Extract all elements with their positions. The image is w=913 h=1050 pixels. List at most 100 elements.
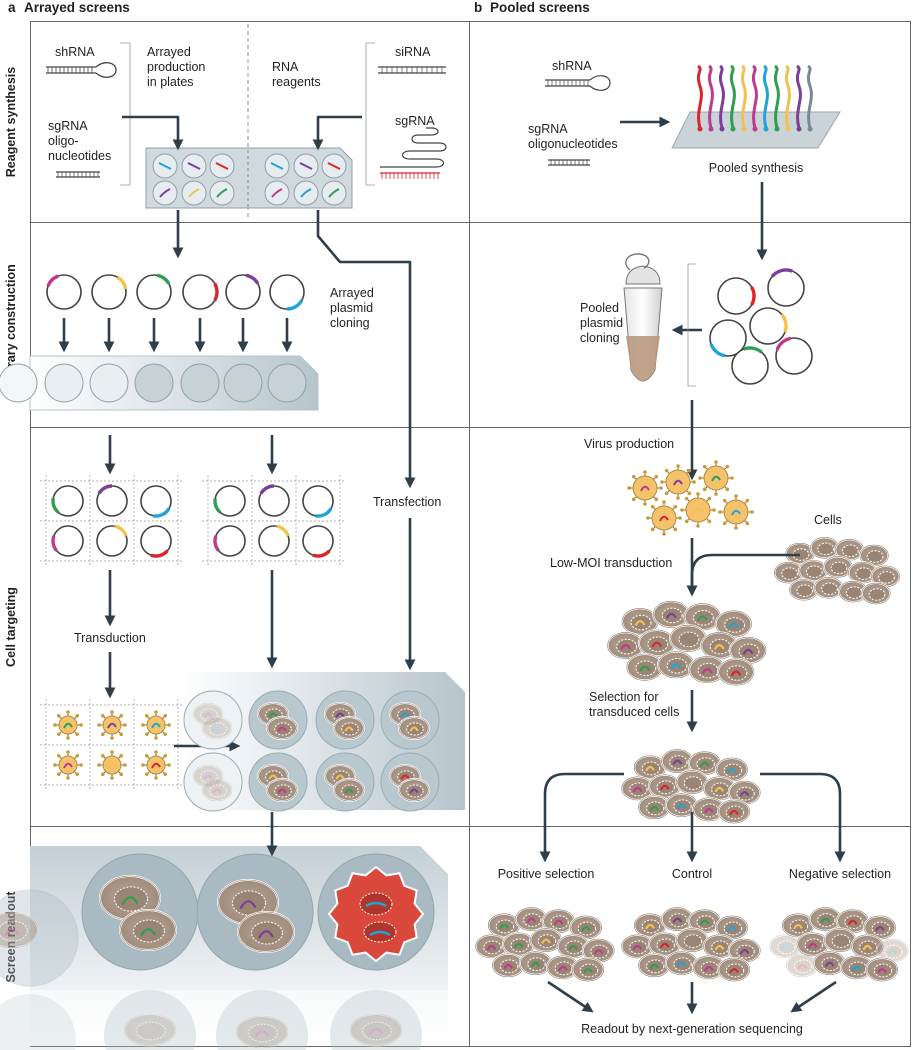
sirna-duplex-icon (378, 66, 446, 74)
plasmid-insert (46, 274, 59, 287)
virus-spike-tip (119, 714, 123, 718)
row-label-reagent-synthesis: Reagent synthesis (4, 67, 18, 178)
pooled-plasmid-icon (767, 268, 805, 307)
cell-nucleus (683, 934, 703, 948)
cluster-cell-body (808, 906, 843, 932)
cell-nucleus (868, 588, 886, 601)
cell-nucleus (406, 784, 424, 798)
pooled-screen-readout: Positive selection Control Negative sele… (498, 867, 891, 1036)
virus-spike-tip (167, 723, 171, 727)
cluster-cell-body (865, 956, 899, 983)
cell-nucleus (641, 761, 661, 776)
cell-nucleus (673, 957, 692, 972)
selection-label-1: Selection for (589, 690, 658, 704)
pooled-shrna-label: shRNA (552, 59, 592, 73)
virus-spike-tip (79, 763, 83, 767)
virus-spike-tip (745, 521, 750, 526)
cell-nucleus (661, 607, 683, 624)
readout-cell (119, 909, 177, 951)
synthesized-oligo (773, 64, 780, 129)
cell-integrated-construct (541, 938, 551, 945)
targeting-cell (398, 716, 430, 740)
virus-spike-tip (662, 532, 666, 536)
cell-integrated-construct (676, 961, 687, 968)
oligo-anchor (741, 126, 747, 132)
cell-integrated-construct (344, 788, 354, 794)
cell-integrated-construct (739, 791, 750, 797)
pooled-virus-icon (698, 460, 734, 496)
arrayed-cloning-label-1: Arrayed (330, 286, 374, 300)
rna-reagents-label-2: reagents (272, 75, 321, 89)
plasmid-insert (97, 484, 113, 495)
virus-spike-tip (698, 476, 702, 480)
virus-spike-tip (79, 723, 83, 727)
arrayed-plasmid-icon (182, 274, 219, 310)
virus-spike-tip (163, 772, 167, 776)
virus-genome (659, 515, 669, 522)
cell-nucleus (711, 940, 730, 955)
virus-spike-tip (75, 754, 79, 758)
cell-integrated-construct (620, 644, 632, 651)
plasmid-insert (743, 346, 763, 354)
production-well-reagent (270, 162, 284, 170)
virus-genome (673, 479, 683, 486)
virus-spike-tip (664, 468, 669, 473)
cell-nucleus (700, 961, 719, 976)
virus-production-label: Virus production (584, 437, 674, 451)
cell-integrated-construct (851, 965, 862, 972)
plasmid-ring (749, 307, 787, 345)
oligo-anchor (719, 126, 725, 132)
pooled-oligo-label: oligonucleotides (528, 137, 618, 151)
cell-nucleus (209, 722, 227, 736)
cell-integrated-construct (632, 786, 643, 793)
cell-nucleus (136, 1021, 166, 1041)
cell-integrated-construct (203, 712, 213, 718)
cell-integrated-construct (553, 919, 564, 926)
cell-nucleus (133, 919, 165, 943)
cell-nucleus (666, 658, 688, 674)
cell-nucleus (855, 567, 873, 580)
virus-genome (640, 485, 650, 492)
cluster-cell-body (717, 657, 755, 687)
cell-integrated-construct (713, 644, 725, 651)
virus-spike-tip (110, 776, 114, 780)
synthesized-oligo (784, 64, 791, 129)
grid-plasmid-icon (302, 485, 334, 518)
cell-nucleus (483, 940, 502, 955)
cluster-cell-body (518, 950, 553, 976)
cell-nucleus (656, 780, 675, 795)
row-label-library-construction: Library construction (4, 264, 18, 386)
drawing-layer (0, 64, 910, 1050)
virus-spike-tip (154, 736, 158, 740)
synthesized-oligo (740, 64, 747, 129)
cell-integrated-construct (699, 919, 710, 926)
cell-integrated-construct (672, 759, 683, 766)
cluster-cell-body (647, 931, 682, 957)
cell-nucleus (817, 913, 836, 927)
virus-capsid (146, 755, 166, 775)
virus-spike-tip (123, 723, 127, 727)
library-plate-well (44, 363, 84, 403)
cell-integrated-construct (239, 900, 257, 910)
plasmid-insert (213, 535, 220, 552)
grid-plasmid-icon (213, 525, 246, 557)
cell-nucleus (510, 938, 529, 953)
cell-integrated-construct (557, 965, 568, 972)
to-negative-selection-arrow (760, 772, 846, 863)
cell-integrated-construct (530, 961, 541, 968)
virus-spike-tip (680, 508, 684, 512)
cell-integrated-construct (887, 949, 898, 955)
cell-integrated-construct (729, 809, 739, 816)
virus-spike-tip (692, 480, 696, 484)
cell-nucleus (697, 662, 719, 679)
cluster-cell-body (860, 582, 892, 605)
plasmid-ring (136, 274, 172, 310)
virus-spike-tip (119, 732, 123, 736)
oligo-duplex-icon (56, 171, 100, 178)
virus-spike-tip (163, 732, 167, 736)
cell-integrated-construct (726, 767, 737, 774)
microcentrifuge-tube-icon (623, 253, 663, 382)
cluster-cell-body (664, 950, 699, 976)
pooled-cloning-label-1: Pooled (580, 301, 619, 315)
virus-spike-tip (145, 732, 149, 736)
